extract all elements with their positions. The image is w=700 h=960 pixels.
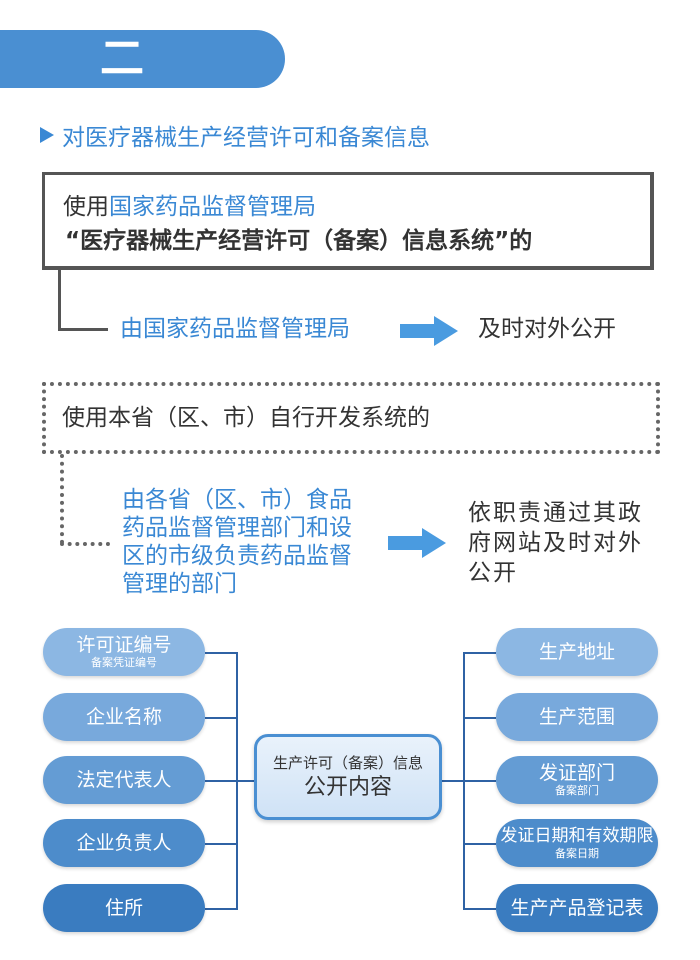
connector-line	[442, 780, 464, 782]
center-line2: 公开内容	[303, 775, 392, 800]
info-item-company-head: 企业负责人	[43, 819, 205, 867]
national-system-box: 使用国家药品监督管理局 “医疗器械生产经营许可（备案）信息系统”的	[42, 172, 654, 270]
connector-line	[205, 652, 237, 654]
disclosure-content-center: 生产许可（备案）信息 公开内容	[254, 734, 442, 820]
box2-text: 使用本省（区、市）自行开发系统的	[62, 405, 430, 431]
box1-highlight: 国家药品监督管理局	[109, 194, 316, 220]
dotted-connector-line	[60, 542, 110, 546]
center-line1: 生产许可（备案）信息	[272, 754, 423, 772]
info-item-address: 住所	[43, 884, 205, 932]
info-item-production-address: 生产地址	[496, 628, 658, 676]
box1-line1: 使用国家药品监督管理局	[63, 194, 316, 220]
section-banner	[0, 30, 285, 88]
flow2-result: 依职责通过其政府网站及时对外公开	[468, 500, 643, 586]
section-subtitle: 对医疗器械生产经营许可和备案信息	[40, 122, 430, 154]
info-item-product-registration: 生产产品登记表	[496, 884, 658, 932]
info-item-legal-representative: 法定代表人	[43, 756, 205, 804]
dotted-connector-line	[60, 454, 64, 544]
connector-line	[463, 717, 496, 719]
connector-line	[463, 843, 496, 845]
triangle-bullet-icon	[40, 127, 54, 143]
connector-line	[58, 270, 61, 330]
right-arrow-icon	[400, 316, 458, 346]
flow1-actor: 由国家药品监督管理局	[120, 316, 350, 342]
connector-line	[463, 652, 496, 654]
connector-line	[205, 843, 237, 845]
connector-line	[463, 780, 496, 782]
box1-line2: “医疗器械生产经营许可（备案）信息系统”的	[65, 228, 533, 254]
provincial-system-box: 使用本省（区、市）自行开发系统的	[42, 382, 660, 454]
flow1-result: 及时对外公开	[478, 316, 616, 342]
info-item-issuing-department: 发证部门 备案部门	[496, 756, 658, 804]
subtitle-text: 对医疗器械生产经营许可和备案信息	[62, 125, 430, 151]
connector-line	[205, 780, 237, 782]
connector-line	[205, 717, 237, 719]
connector-line	[463, 908, 496, 910]
flow2-actor: 由各省（区、市）食品药品监督管理部门和设区的市级负责药品监督管理的部门	[122, 487, 352, 597]
section-number: 二	[100, 33, 144, 84]
connector-line	[58, 328, 108, 331]
right-arrow-icon	[388, 528, 446, 558]
info-item-issue-date-validity: 发证日期和有效期限 备案日期	[496, 819, 658, 867]
info-item-company-name: 企业名称	[43, 693, 205, 741]
connector-line	[205, 908, 237, 910]
info-item-license-number: 许可证编号 备案凭证编号	[43, 628, 205, 676]
connector-line	[236, 780, 254, 782]
info-item-production-scope: 生产范围	[496, 693, 658, 741]
